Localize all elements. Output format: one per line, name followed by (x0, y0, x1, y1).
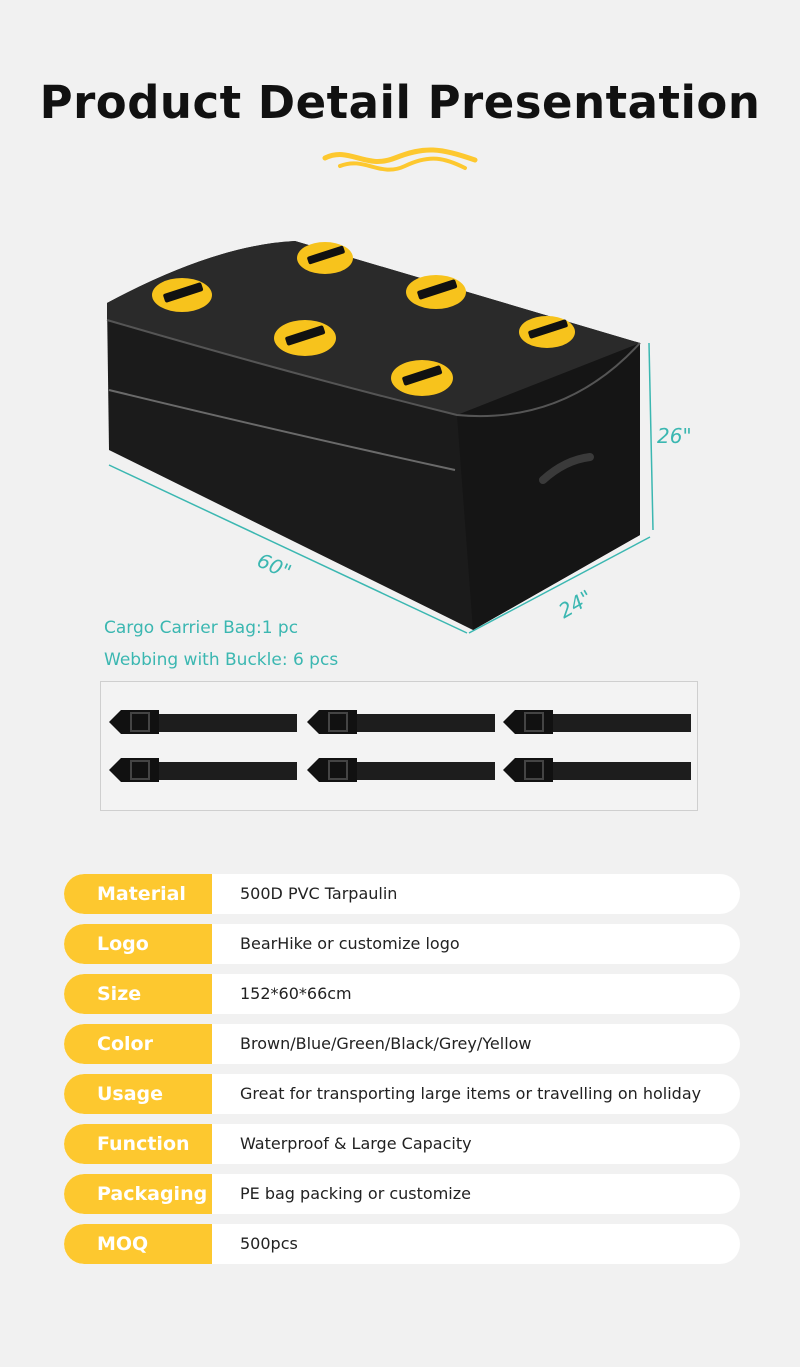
straps-panel (100, 681, 698, 811)
spec-row-packaging: Packaging PE bag packing or customize (64, 1174, 740, 1214)
webbing-strap-icon (307, 710, 495, 734)
webbing-strap-icon (503, 710, 691, 734)
webbing-strap-icon (307, 758, 495, 782)
webbing-strap-icon (109, 710, 297, 734)
spec-value: 152*60*66cm (240, 984, 352, 1003)
spec-value: BearHike or customize logo (240, 934, 460, 953)
spec-row-usage: Usage Great for transporting large items… (64, 1074, 740, 1114)
height-dimension-label: 26" (657, 424, 692, 448)
spec-value: PE bag packing or customize (240, 1184, 471, 1203)
spec-row-moq: MOQ 500pcs (64, 1224, 740, 1264)
spec-value: Great for transporting large items or tr… (240, 1084, 702, 1103)
spec-row-material: Material 500D PVC Tarpaulin (64, 874, 740, 914)
spec-label: MOQ (64, 1224, 212, 1264)
spec-value: 500pcs (240, 1234, 298, 1253)
spec-label: Usage (64, 1074, 212, 1114)
spec-row-color: Color Brown/Blue/Green/Black/Grey/Yellow (64, 1024, 740, 1064)
spec-label: Logo (64, 924, 212, 964)
spec-row-size: Size 152*60*66cm (64, 974, 740, 1014)
spec-row-function: Function Waterproof & Large Capacity (64, 1124, 740, 1164)
webbing-strap-icon (503, 758, 691, 782)
strap-quantity-caption: Webbing with Buckle: 6 pcs (104, 650, 339, 670)
spec-label: Size (64, 974, 212, 1014)
bag-quantity-caption: Cargo Carrier Bag:1 pc (104, 618, 299, 638)
spec-value: Brown/Blue/Green/Black/Grey/Yellow (240, 1034, 532, 1053)
spec-table: Material 500D PVC Tarpaulin Logo BearHik… (64, 874, 740, 1274)
spec-label: Material (64, 874, 212, 914)
spec-value: 500D PVC Tarpaulin (240, 884, 398, 903)
spec-row-logo: Logo BearHike or customize logo (64, 924, 740, 964)
page-title: Product Detail Presentation (39, 76, 761, 129)
cargo-carrier-bag-image (106, 241, 654, 634)
decorative-wave-icon (322, 147, 478, 172)
spec-label: Packaging (64, 1174, 212, 1214)
spec-label: Function (64, 1124, 212, 1164)
webbing-strap-icon (109, 758, 297, 782)
spec-value: Waterproof & Large Capacity (240, 1134, 472, 1153)
spec-label: Color (64, 1024, 212, 1064)
